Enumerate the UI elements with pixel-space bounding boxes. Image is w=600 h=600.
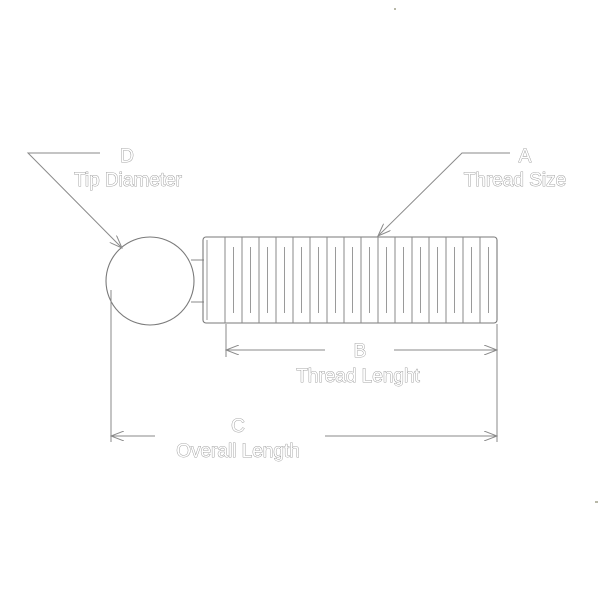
dimension-c-letter: C: [231, 416, 245, 437]
thread-body: [202, 236, 498, 324]
dimension-b-letter: B: [354, 341, 367, 362]
dimension-c-label: Overall Length: [176, 441, 300, 462]
ball-tip: [105, 236, 195, 326]
callout-a-label: Thread Size: [464, 170, 566, 191]
scan-speck: [595, 501, 598, 503]
callout-a-letter: A: [519, 146, 532, 167]
callout-a-leader: [378, 152, 510, 236]
thread-dividers: [224, 237, 489, 323]
dimension-c: C Overall Length: [111, 416, 497, 462]
callout-d-label: Tip Diameter: [74, 170, 183, 191]
neck: [191, 259, 204, 303]
tip-circle: [105, 236, 195, 326]
thread-body-outline: [202, 236, 498, 324]
callout-d-letter: D: [120, 146, 134, 167]
callout-d-leader: [26, 152, 122, 248]
dimension-b-label: Thread Lenght: [296, 366, 420, 387]
callout-d: D Tip Diameter: [26, 146, 183, 248]
callout-a: A Thread Size: [378, 146, 567, 236]
dimension-b: B Thread Lenght: [226, 341, 497, 387]
scan-speck: [394, 8, 396, 10]
